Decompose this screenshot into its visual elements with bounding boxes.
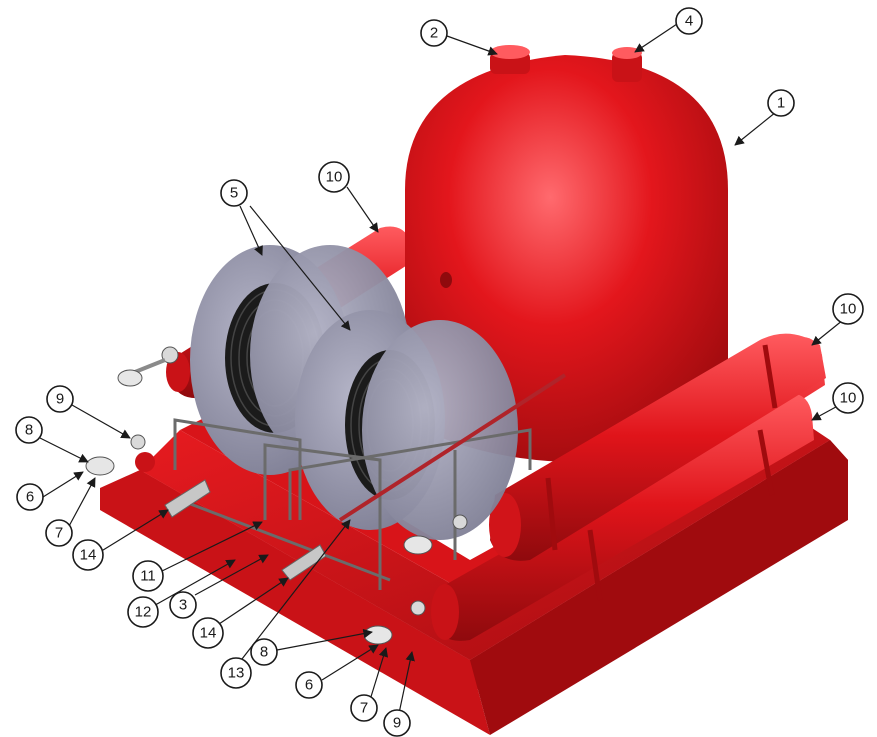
callout-7-left: 7 <box>45 519 73 547</box>
callouts: 1 2 3 4 5 6 6 7 <box>15 7 864 737</box>
svg-text:6: 6 <box>305 677 313 694</box>
valve-right-mid <box>403 514 468 555</box>
svg-text:7: 7 <box>360 700 368 717</box>
callout-6-front: 6 <box>295 671 323 699</box>
callout-10-rear: 10 <box>318 161 350 193</box>
svg-text:7: 7 <box>55 525 63 542</box>
nozzle-left <box>164 479 211 518</box>
nozzle-center <box>281 544 327 581</box>
callout-7-front: 7 <box>350 694 378 722</box>
callout-5: 5 <box>220 179 248 207</box>
callout-14-left: 14 <box>72 539 104 571</box>
svg-text:2: 2 <box>430 25 438 42</box>
callout-11: 11 <box>132 560 164 592</box>
svg-text:13: 13 <box>228 665 245 682</box>
svg-text:8: 8 <box>25 422 33 439</box>
svg-text:6: 6 <box>26 489 34 506</box>
svg-text:11: 11 <box>140 568 156 585</box>
svg-text:9: 9 <box>56 391 64 408</box>
svg-text:1: 1 <box>777 95 785 112</box>
svg-text:14: 14 <box>80 547 97 564</box>
callout-9-front: 9 <box>383 709 411 737</box>
reel-frame <box>173 373 567 590</box>
callout-13: 13 <box>220 657 252 689</box>
callout-14-center: 14 <box>192 617 224 649</box>
cylinder-bank <box>431 333 826 641</box>
valve-left-upper <box>117 346 179 387</box>
callout-6-left: 6 <box>16 483 44 511</box>
svg-text:3: 3 <box>179 597 187 614</box>
svg-text:9: 9 <box>393 715 401 732</box>
svg-text:14: 14 <box>200 625 217 642</box>
callout-10-lower-right: 10 <box>832 382 864 414</box>
callout-3: 3 <box>169 591 197 619</box>
callout-8-front: 8 <box>250 638 278 666</box>
callout-8-left: 8 <box>15 416 43 444</box>
valve-left-lower <box>85 434 155 476</box>
svg-text:10: 10 <box>840 301 857 318</box>
callout-12: 12 <box>127 596 159 628</box>
svg-text:8: 8 <box>260 644 268 661</box>
svg-text:10: 10 <box>840 390 857 407</box>
tank-top-nozzle-right <box>612 47 642 82</box>
svg-text:5: 5 <box>230 185 238 202</box>
svg-text:4: 4 <box>685 13 693 30</box>
svg-text:12: 12 <box>135 604 152 621</box>
callout-10-upper-right: 10 <box>832 293 864 325</box>
tank-top-nozzle-left <box>490 45 530 74</box>
svg-text:10: 10 <box>326 169 343 186</box>
callout-9-left: 9 <box>46 385 74 413</box>
callout-1: 1 <box>767 89 795 117</box>
callout-4: 4 <box>675 7 703 35</box>
callout-2: 2 <box>420 19 448 47</box>
